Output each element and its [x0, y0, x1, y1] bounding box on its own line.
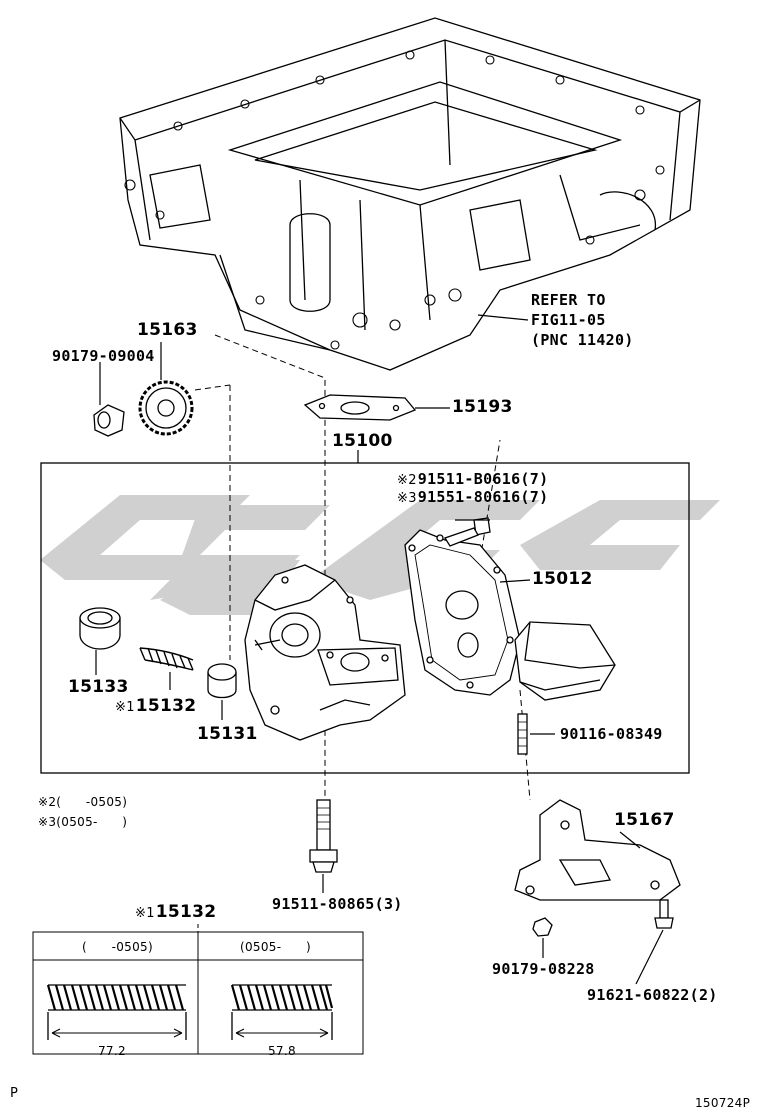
- mark-2: ※2: [397, 473, 417, 488]
- plug-15133: [79, 607, 121, 650]
- note-2: ※2( -0505): [38, 795, 128, 809]
- label-15012[interactable]: 15012: [532, 569, 593, 589]
- label-90179-09004[interactable]: 90179-09004: [52, 347, 155, 365]
- spring-col-2-length: 57.8: [268, 1044, 296, 1058]
- label-90179-08228[interactable]: 90179-08228: [492, 960, 595, 978]
- oil-pan-bolt-holes: [124, 50, 665, 350]
- spring-15132: [139, 647, 194, 671]
- label-15193[interactable]: 15193: [452, 397, 513, 417]
- mark-3: ※3: [397, 491, 417, 506]
- label-91551-80616[interactable]: ※391551-80616(7): [397, 488, 548, 506]
- refer-line-1: REFER TO: [531, 291, 606, 309]
- note-3: ※3(0505- ): [38, 815, 128, 829]
- label-15131[interactable]: 15131: [197, 724, 258, 744]
- refer-line-3: (PNC 11420): [531, 331, 634, 349]
- spring-col-2-header: (0505- ): [240, 940, 311, 954]
- pump-cover-15012: [404, 529, 521, 696]
- plunger-15131: [207, 663, 237, 699]
- table-mark-1: ※1: [135, 906, 155, 921]
- label-91511-b0616[interactable]: ※291511-B0616(7): [397, 470, 548, 488]
- spring-table-title: ※115132: [135, 902, 216, 922]
- footer-right: 150724P: [695, 1096, 751, 1110]
- spring-col-1-header: ( -0505): [82, 940, 153, 954]
- oil-pump-body: [244, 564, 406, 741]
- leader-lines: [95, 314, 664, 985]
- label-91511-80865[interactable]: 91511-80865(3): [272, 895, 403, 913]
- spring-col-1-length: 77.2: [98, 1044, 126, 1058]
- label-15167[interactable]: 15167: [614, 810, 675, 830]
- nut-90179-08228: [532, 917, 553, 937]
- bolt-91621-60822: [654, 899, 674, 929]
- stud-90116-08349: [517, 713, 528, 755]
- bolt-91511-b0616: [444, 517, 491, 547]
- footer-left: P: [10, 1086, 19, 1101]
- spring-table-frame: [32, 924, 364, 1055]
- gasket-15193: [303, 394, 417, 421]
- part-91551-80616: 91551-80616(7): [417, 488, 549, 506]
- part-15132: 15132: [135, 696, 197, 716]
- label-15133[interactable]: 15133: [68, 677, 129, 697]
- spring-drawing-long: [230, 984, 334, 1040]
- bolt-91511-80865: [309, 799, 338, 873]
- label-15100[interactable]: 15100: [332, 431, 393, 451]
- spring-drawing-short: [46, 984, 187, 1040]
- mark-1: ※1: [115, 700, 135, 715]
- part-91511-b0616: 91511-B0616(7): [417, 470, 549, 488]
- oil-strainer: [514, 621, 616, 701]
- label-91621-60822[interactable]: 91621-60822(2): [587, 986, 718, 1004]
- watermark-logo: [40, 495, 720, 615]
- nut-90179-09004: [93, 404, 125, 437]
- sprocket-15163: [138, 380, 194, 436]
- label-15163[interactable]: 15163: [137, 320, 198, 340]
- refer-line-2[interactable]: FIG11-05: [531, 311, 606, 329]
- bracket-15167: [514, 799, 681, 901]
- pump-assembly-frame: [40, 462, 690, 774]
- label-15132[interactable]: ※115132: [115, 696, 196, 716]
- oil-pan-upper: [119, 17, 701, 371]
- table-part-15132: 15132: [155, 902, 217, 922]
- label-90116-08349[interactable]: 90116-08349: [560, 725, 663, 743]
